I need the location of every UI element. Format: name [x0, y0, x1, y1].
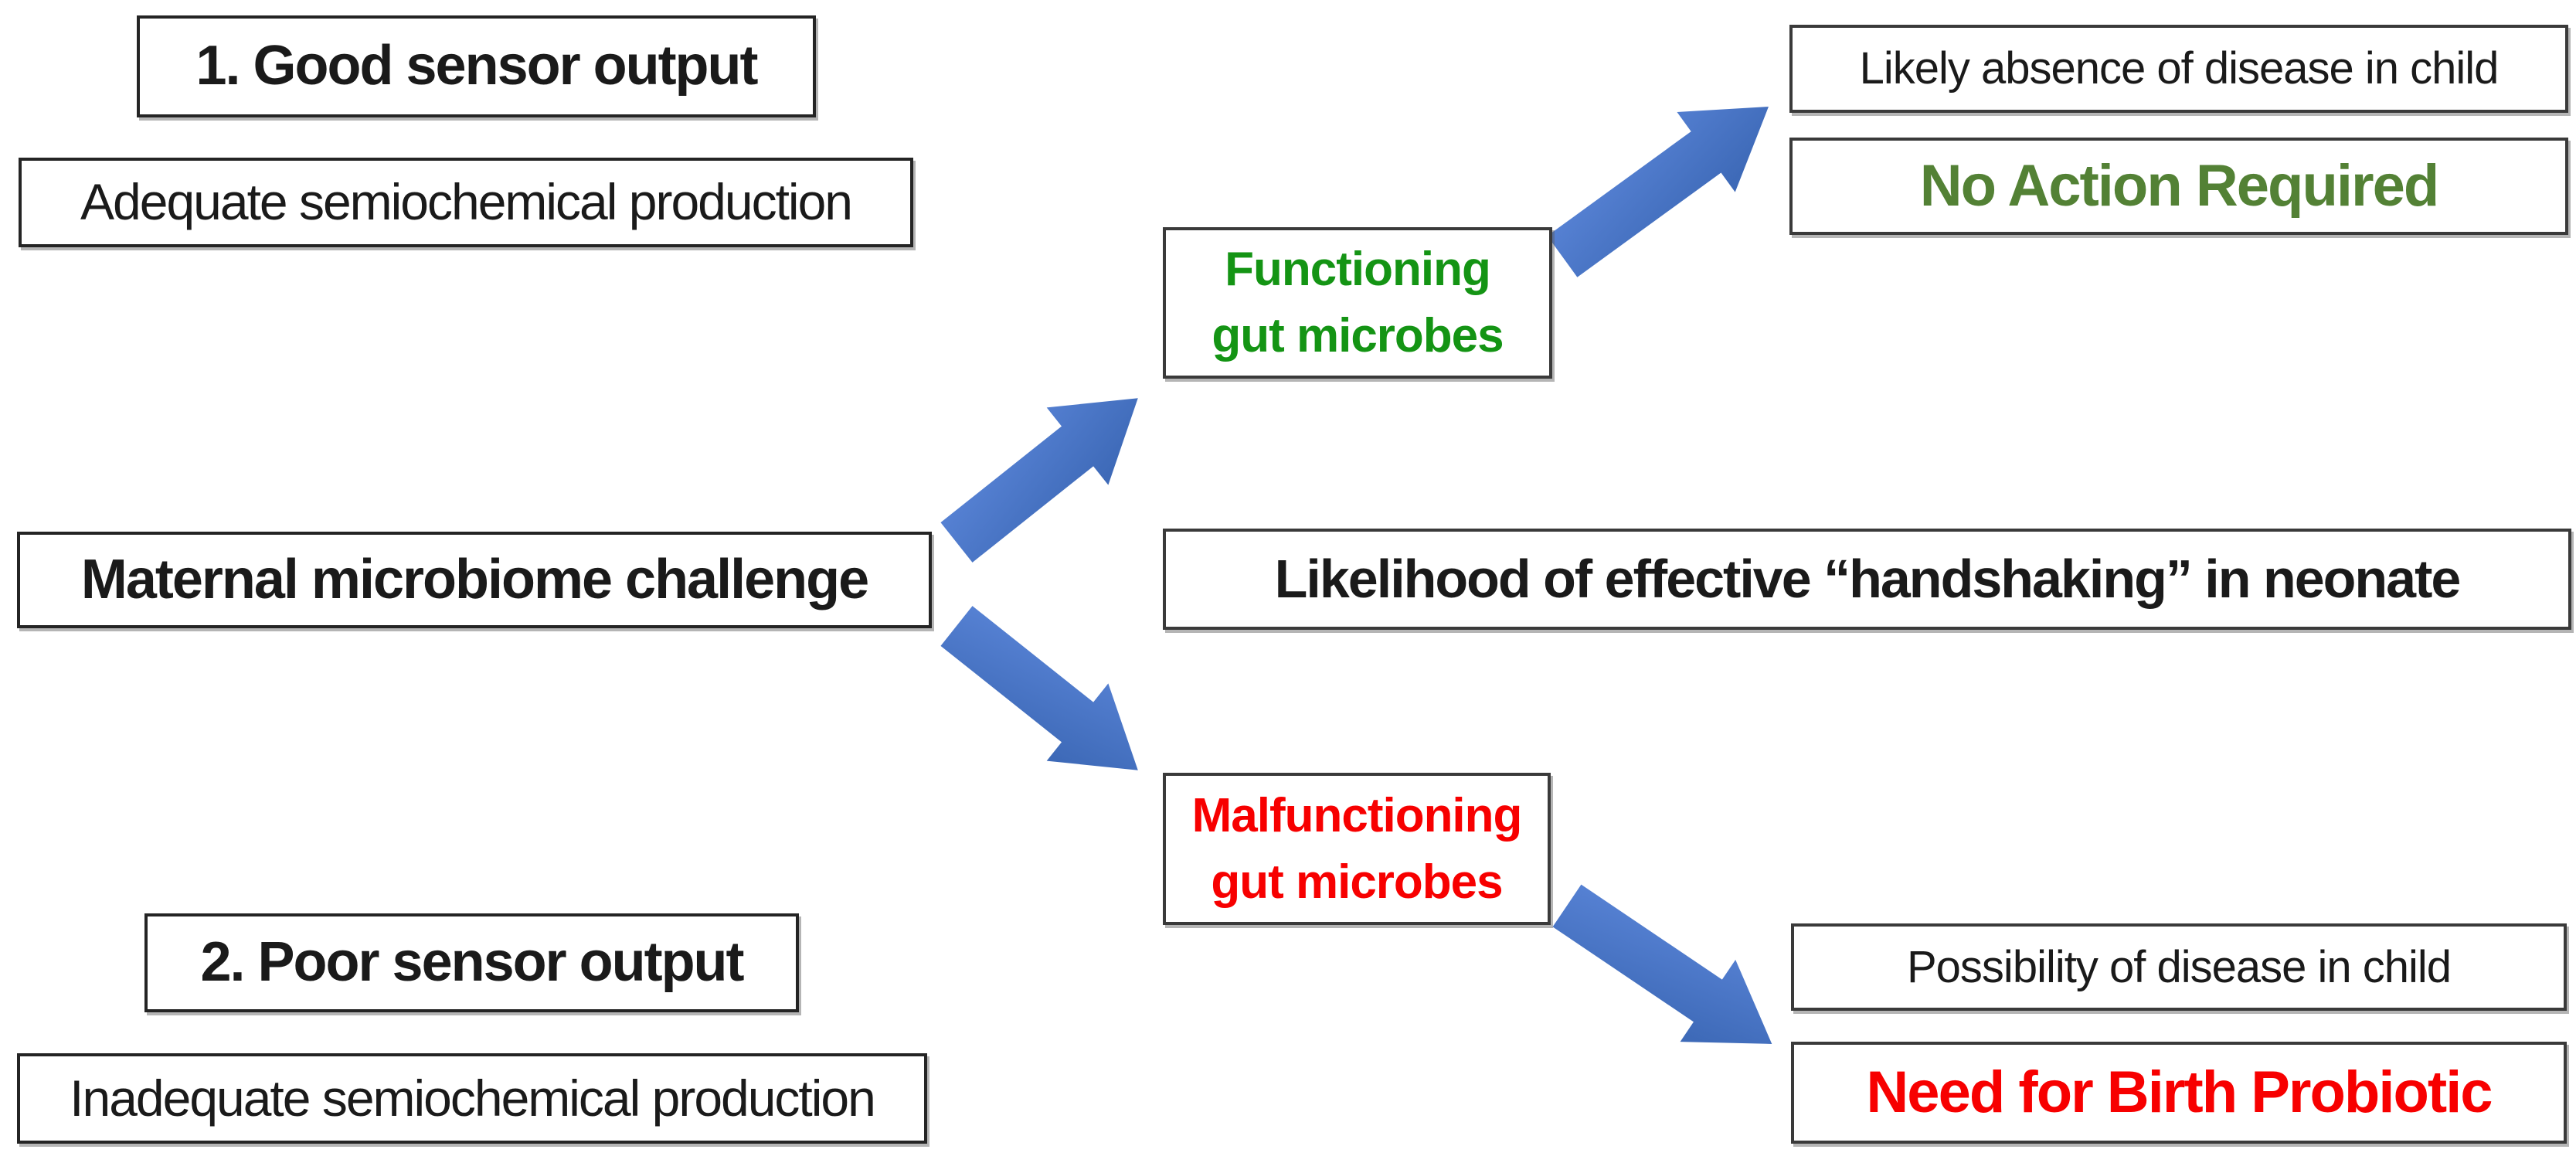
- node-malfunctioning-gut-microbes: Malfunctioning gut microbes: [1163, 773, 1551, 925]
- node-inadequate-semiochemical-production: Inadequate semiochemical production: [17, 1053, 927, 1144]
- arrow-functioning-to-absence-icon: [1547, 107, 1769, 277]
- node-likely-absence-of-disease: Likely absence of disease in child: [1789, 25, 2568, 113]
- node-maternal-microbiome-challenge: Maternal microbiome challenge: [17, 532, 932, 628]
- node-likelihood-handshaking-neonate: Likelihood of effective “handshaking” in…: [1163, 529, 2571, 630]
- node-good-sensor-output: 1. Good sensor output: [137, 15, 816, 117]
- node-possibility-of-disease: Possibility of disease in child: [1791, 923, 2567, 1011]
- arrow-maternal-to-malfunctioning-icon: [940, 606, 1138, 770]
- node-adequate-semiochemical-production: Adequate semiochemical production: [19, 158, 913, 247]
- node-functioning-gut-microbes: Functioning gut microbes: [1163, 227, 1552, 379]
- node-poor-sensor-output: 2. Poor sensor output: [144, 913, 799, 1012]
- arrow-maternal-to-functioning-icon: [940, 398, 1138, 563]
- arrow-malfunctioning-to-possibility-icon: [1552, 884, 1772, 1044]
- node-need-for-birth-probiotic: Need for Birth Probiotic: [1791, 1042, 2567, 1144]
- node-no-action-required: No Action Required: [1789, 138, 2568, 235]
